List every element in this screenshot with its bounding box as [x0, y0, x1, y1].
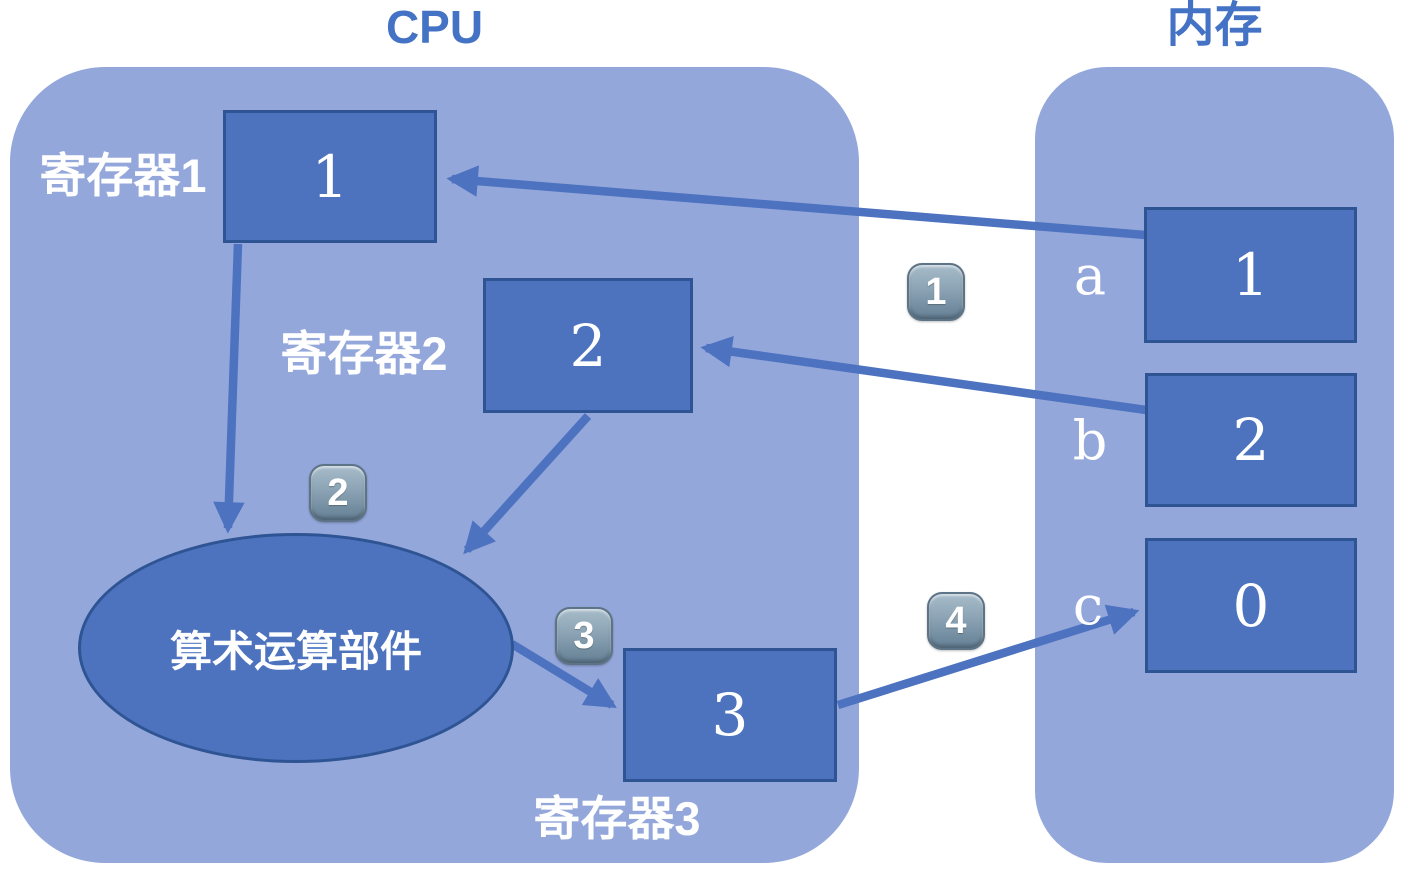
- memory-title: 内存: [1166, 0, 1263, 52]
- step-badge-4: 4: [927, 592, 985, 650]
- register3-value: 3: [711, 681, 749, 749]
- memory-cell-c-label: c: [1072, 573, 1104, 637]
- register1-box: 1: [223, 110, 437, 243]
- register2-box: 2: [483, 278, 693, 413]
- register3-box: 3: [623, 648, 837, 782]
- step-badge-1: 1: [907, 263, 965, 321]
- memory-cell-a-value: 1: [1232, 241, 1269, 309]
- cpu-title: CPU: [385, 1, 484, 53]
- memory-cell-a-box: 1: [1144, 207, 1357, 343]
- register2-value: 2: [569, 311, 607, 380]
- memory-cell-b-value: 2: [1232, 406, 1270, 474]
- memory-cell-b-box: 2: [1145, 373, 1357, 507]
- register1-value: 1: [311, 142, 349, 211]
- alu-ellipse: 算术运算部件: [78, 533, 514, 763]
- register1-label: 寄存器1: [39, 149, 207, 202]
- memory-cell-b-label: b: [1072, 408, 1108, 472]
- register2-label: 寄存器2: [280, 327, 448, 380]
- memory-cell-c-value: 0: [1232, 571, 1270, 640]
- step-badge-3: 3: [555, 607, 613, 665]
- step-badge-2: 2: [309, 464, 367, 522]
- alu-label: 算术运算部件: [169, 627, 422, 675]
- memory-cell-c-box: 0: [1145, 538, 1357, 673]
- register3-label: 寄存器3: [533, 792, 701, 845]
- memory-cell-a-label: a: [1073, 243, 1107, 307]
